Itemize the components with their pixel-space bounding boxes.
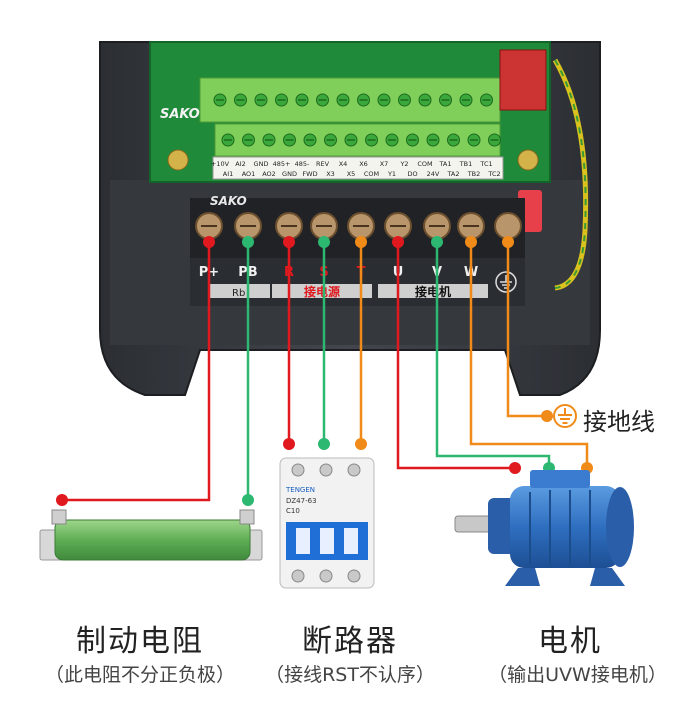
control-terminal-label-top: 485- bbox=[295, 160, 310, 168]
wire-p-plus bbox=[62, 242, 211, 502]
control-terminal-label-bottom: COM bbox=[364, 170, 379, 178]
breaker-note: （接线RST不认序） bbox=[265, 664, 435, 686]
wire-pe bbox=[506, 242, 547, 418]
motor-note: （输出UVW接电机） bbox=[488, 664, 667, 686]
control-terminal-screws bbox=[213, 93, 501, 147]
control-terminal-label-top: Y2 bbox=[399, 160, 408, 168]
ground-icon bbox=[553, 404, 577, 428]
control-terminal-label-bottom: X5 bbox=[347, 170, 356, 178]
control-terminal-label-bottom: TB2 bbox=[467, 170, 481, 178]
wire-w bbox=[469, 242, 589, 468]
ground-terminal-screw bbox=[494, 212, 522, 240]
breaker-model: DZ47-63 bbox=[286, 497, 317, 505]
control-terminal-label-top: X6 bbox=[359, 160, 368, 168]
control-terminal-label-top: AI2 bbox=[235, 160, 246, 168]
control-terminal-label-top: TB1 bbox=[459, 160, 473, 168]
control-terminal-label-top: 485+ bbox=[273, 160, 291, 168]
resistor-title: 制动电阻 bbox=[76, 624, 204, 659]
brand-label-terminal: SAKO bbox=[210, 194, 247, 208]
control-terminal-label-top: TA1 bbox=[438, 160, 451, 168]
braking-resistor bbox=[39, 509, 263, 561]
control-terminal-label-bottom: FWD bbox=[302, 170, 317, 178]
brake-label: Rb bbox=[232, 288, 245, 299]
motor bbox=[454, 470, 634, 586]
control-terminal-label-top: GND bbox=[254, 160, 269, 168]
control-terminal-label-top: TC1 bbox=[479, 160, 492, 168]
control-terminal-label-top: X7 bbox=[380, 160, 389, 168]
control-terminal-label-bottom: AI1 bbox=[223, 170, 234, 178]
breaker-rating: C10 bbox=[286, 507, 300, 515]
motor-out-label: 接电机 bbox=[415, 284, 451, 299]
motor-title: 电机 bbox=[538, 624, 602, 659]
ground-wire-label: 接地线 bbox=[583, 408, 655, 436]
control-terminal-label-bottom: AO1 bbox=[242, 170, 256, 178]
control-terminal-label-bottom: Y1 bbox=[387, 170, 396, 178]
control-terminal-label-bottom: X3 bbox=[326, 170, 335, 178]
breaker-brand: TENGEN bbox=[285, 486, 315, 494]
control-terminal-label-bottom: GND bbox=[282, 170, 297, 178]
power-in-label: 接电源 bbox=[304, 284, 340, 299]
breaker-title: 断路器 bbox=[302, 624, 398, 659]
control-terminal-label-top: COM bbox=[417, 160, 432, 168]
control-terminal-label-bottom: AO2 bbox=[262, 170, 276, 178]
wire-u bbox=[396, 242, 515, 470]
control-terminal-label-bottom: TC2 bbox=[487, 170, 500, 178]
control-terminal-label-bottom: 24V bbox=[427, 170, 440, 178]
power-terminal-screws bbox=[195, 212, 522, 248]
control-terminal-label-bottom: TA2 bbox=[446, 170, 459, 178]
circuit-breaker bbox=[279, 457, 375, 589]
control-terminal-label-bottom: DO bbox=[407, 170, 417, 178]
wire-endpoints bbox=[56, 410, 593, 506]
control-terminal-label-top: +10V bbox=[211, 160, 230, 168]
brand-label-board: SAKO bbox=[160, 107, 200, 122]
control-terminal-label-top: REV bbox=[316, 160, 330, 168]
control-terminal-label-top: X4 bbox=[339, 160, 348, 168]
resistor-note: （此电阻不分正负极） bbox=[44, 664, 235, 686]
